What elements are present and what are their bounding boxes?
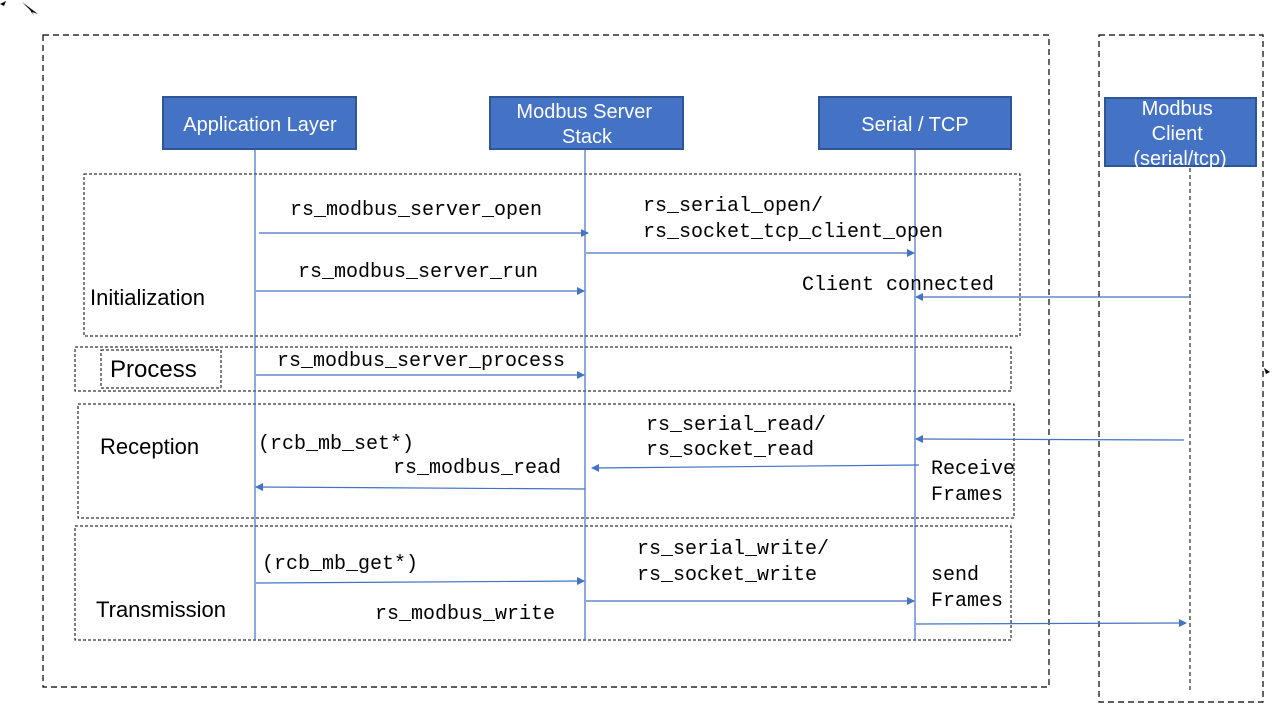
transmission-label: Transmission xyxy=(96,597,226,622)
server-open-label: rs_modbus_server_open xyxy=(290,199,542,222)
svg-text:rs_serial_write/ rs_socket: rs_serial_write/ rs_socket_write xyxy=(637,538,841,587)
send-frames-arrow xyxy=(915,619,1187,628)
initialization-section xyxy=(83,173,1021,337)
serial-write-label-line-1: rs_serial_write/ xyxy=(637,538,829,561)
transmission-section xyxy=(74,525,1012,641)
client-to-serial-arrow xyxy=(915,435,1185,444)
process-label-box xyxy=(100,349,222,389)
svg-text:rs_serial_open/ rs_socket_: rs_serial_open/ rs_socket_tcp_client_ope… xyxy=(643,195,943,244)
process-section xyxy=(74,346,1012,392)
serial-read-label-line-1: rs_serial_read/ xyxy=(646,414,826,437)
modbus-client-label-line-1: Modbus xyxy=(1142,98,1213,120)
modbus-server-stack-participant: Modbus Server Stack xyxy=(489,96,684,150)
serial-open-label-line-1: rs_serial_open/ xyxy=(643,195,823,218)
serial-write-label-line-2: rs_socket_write xyxy=(637,564,817,587)
serial-open-label-line-2: rs_socket_tcp_client_open xyxy=(643,221,943,244)
server-process-label: rs_modbus_server_process xyxy=(277,350,565,373)
rcb-mb-get-label: (rcb_mb_get*) xyxy=(262,553,418,576)
modbus-client-participant: Modbus Client (serial/tcp) xyxy=(1104,97,1257,170)
reception-section xyxy=(77,403,1015,519)
serial-tcp-participant: Serial / TCP xyxy=(818,96,1012,150)
svg-text:Application Layer: Application Layer xyxy=(183,114,337,136)
server-run-label: rs_modbus_server_run xyxy=(298,261,538,284)
svg-text:Receive Frames: Receive Frames xyxy=(931,458,1027,507)
cursor-marker-icon xyxy=(1264,368,1270,374)
rcb-mb-set-label: (rcb_mb_set*) xyxy=(258,433,414,456)
receive-frames-label-line-1: Receive xyxy=(931,458,1015,481)
serial-tcp-label: Serial / TCP xyxy=(861,114,968,136)
modbus-read-arrow xyxy=(255,483,586,492)
svg-text:send Frames: send Frames xyxy=(931,564,1003,613)
process-label: Process xyxy=(110,356,197,383)
cursor-icon xyxy=(0,1,38,16)
svg-text:Modbus Client (ser: Modbus Client (serial/tcp) xyxy=(1133,98,1226,170)
initialization-label: Initialization xyxy=(90,285,205,310)
modbus-client-label-line-2: Client xyxy=(1152,123,1204,145)
reception-label: Reception xyxy=(100,434,199,459)
receive-frames-arrow xyxy=(591,463,920,472)
application-layer-participant: Application Layer xyxy=(162,96,357,150)
modbus-write-label: rs_modbus_write xyxy=(375,603,555,626)
modbus-read-label: rs_modbus_read xyxy=(393,457,561,480)
server-boundary xyxy=(42,34,1050,688)
receive-frames-label-line-2: Frames xyxy=(931,484,1003,507)
modbus-server-stack-label-line-1: Modbus Server xyxy=(516,101,652,123)
modbus-client-label-line-3: (serial/tcp) xyxy=(1133,148,1226,170)
serial-read-label-line-2: rs_socket_read xyxy=(646,439,814,462)
modbus-server-stack-label-line-2: Stack xyxy=(562,126,613,148)
svg-text:rs_serial_read/ rs_socket_: rs_serial_read/ rs_socket_read xyxy=(646,414,838,462)
application-layer-label: Application Layer xyxy=(183,114,337,136)
client-boundary xyxy=(1098,34,1264,703)
send-frames-label-line-1: send xyxy=(931,564,979,587)
rcb-mb-get-arrow xyxy=(255,577,585,586)
send-frames-label-line-2: Frames xyxy=(931,590,1003,613)
svg-text:Serial / TCP: Serial / TCP xyxy=(861,114,968,136)
client-connected-label: Client connected xyxy=(802,274,994,297)
svg-text:Modbus Server Stack: Modbus Server Stack xyxy=(516,101,657,148)
